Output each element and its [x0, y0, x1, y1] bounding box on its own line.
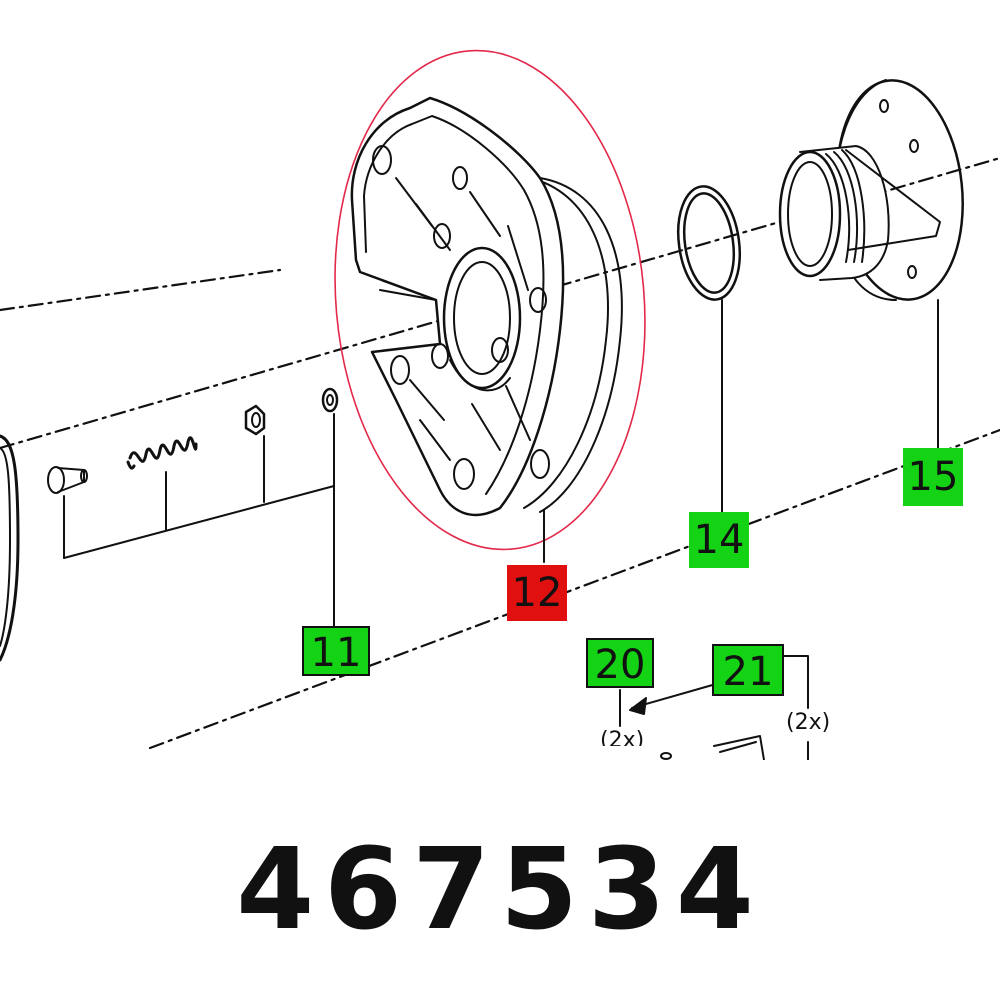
quantity-label-20: (2x) — [600, 728, 645, 746]
nut-icon — [244, 404, 266, 436]
key-pieces-icon — [660, 735, 765, 760]
housing-edge-left — [0, 434, 20, 662]
selection-highlight-ellipse — [334, 49, 646, 551]
flange-hub-icon — [778, 79, 964, 301]
spring-icon — [126, 436, 198, 470]
callout-11[interactable]: 11 — [302, 626, 370, 676]
callout-21[interactable]: 21 — [712, 644, 784, 696]
washer-icon — [321, 387, 339, 413]
quantity-label-21: (2x) — [786, 710, 831, 735]
callout-15[interactable]: 15 — [903, 448, 963, 506]
assembly-axis-lines — [0, 156, 1000, 750]
callout-11-leader — [63, 413, 335, 629]
flange-plate-icon — [350, 96, 623, 517]
callout-20[interactable]: 20 — [586, 638, 654, 688]
exploded-parts-diagram — [0, 49, 1000, 760]
part-number-title: 467534 — [236, 825, 764, 955]
callout-14[interactable]: 14 — [689, 512, 749, 568]
o-ring-icon — [677, 185, 741, 301]
callout-12[interactable]: 12 — [507, 565, 567, 621]
pin-icon — [47, 466, 88, 494]
